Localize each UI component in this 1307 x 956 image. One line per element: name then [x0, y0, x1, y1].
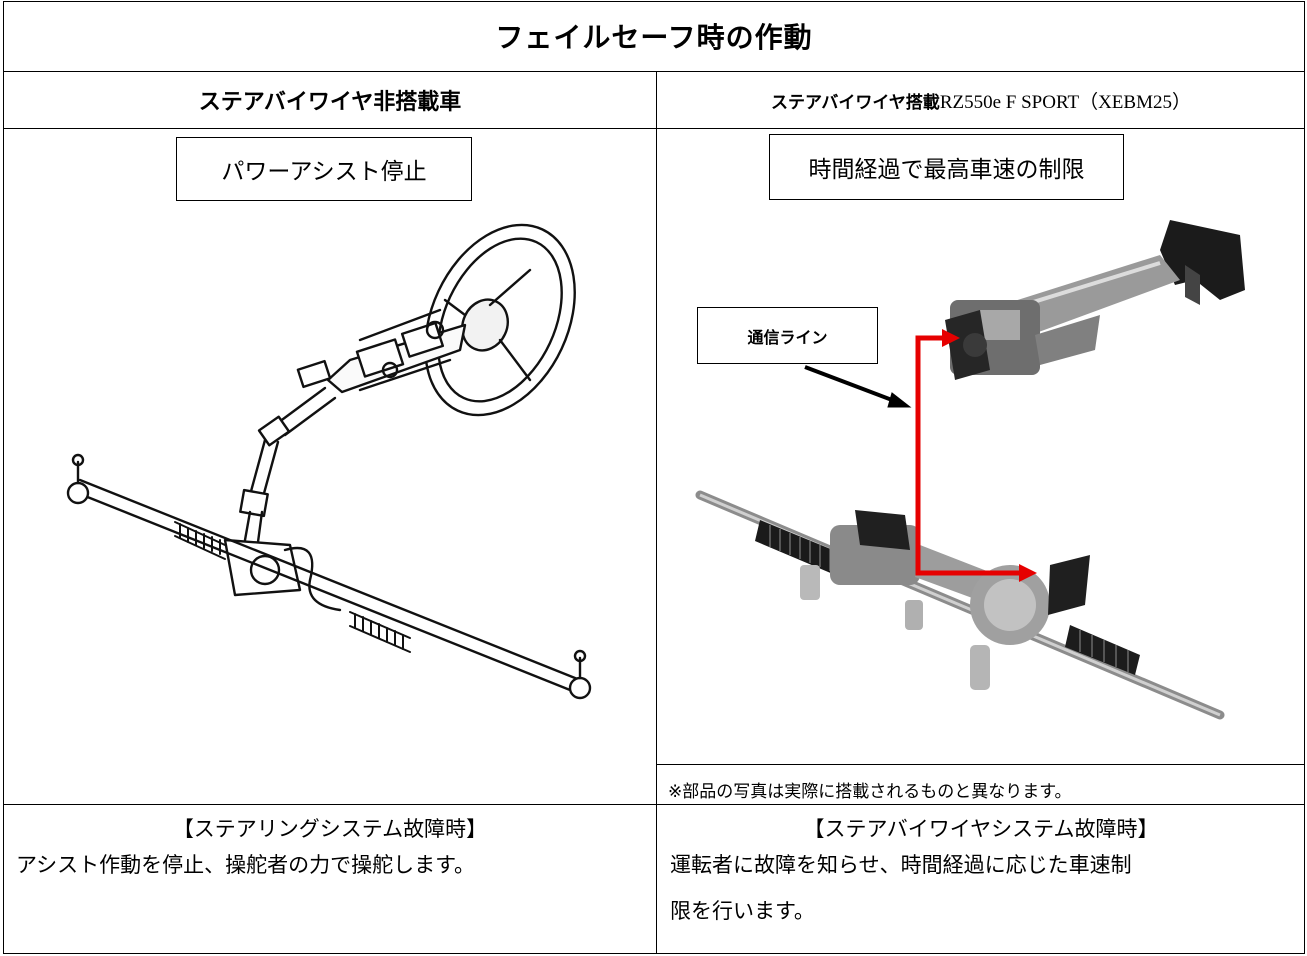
table-title: フェイルセーフ時の作動 — [495, 21, 813, 54]
column-divider — [656, 71, 657, 954]
left-failure-text: アシスト作動を停止、操舵者の力で操舵します。 — [16, 853, 476, 877]
right-failure-text-line2: 限を行います。 — [670, 899, 815, 923]
left-column-header: ステアバイワイヤ非搭載車 — [198, 90, 462, 115]
divider — [3, 804, 1305, 805]
left-failure-title: 【ステアリングシステム故障時】 — [172, 817, 488, 841]
right-column-header: ステアバイワイヤ搭載 RZ550e F SPORT（XEBM25） — [658, 72, 1304, 128]
divider — [657, 764, 1305, 765]
divider — [3, 128, 1305, 129]
communication-line-callout: 通信ライン — [697, 307, 878, 364]
steer-by-wire-illustration — [695, 220, 1245, 720]
right-failure-text-line1: 運転者に故障を知らせ、時間経過に応じた車速制 — [670, 853, 1132, 877]
steering-system-illustration — [66, 223, 592, 700]
right-header-label: ステアバイワイヤ搭載 — [771, 92, 940, 113]
photo-disclaimer: ※部品の写真は実際に搭載されるものと異なります。 — [668, 782, 1072, 802]
right-failure-title: 【ステアバイワイヤシステム故障時】 — [803, 817, 1159, 841]
right-header-model: RZ550e F SPORT（XEBM25） — [939, 91, 1191, 113]
speed-limit-label: 時間経過で最高車速の制限 — [769, 134, 1124, 200]
divider — [3, 71, 1305, 72]
power-assist-stop-label: パワーアシスト停止 — [176, 137, 472, 201]
table-frame — [3, 1, 1305, 954]
